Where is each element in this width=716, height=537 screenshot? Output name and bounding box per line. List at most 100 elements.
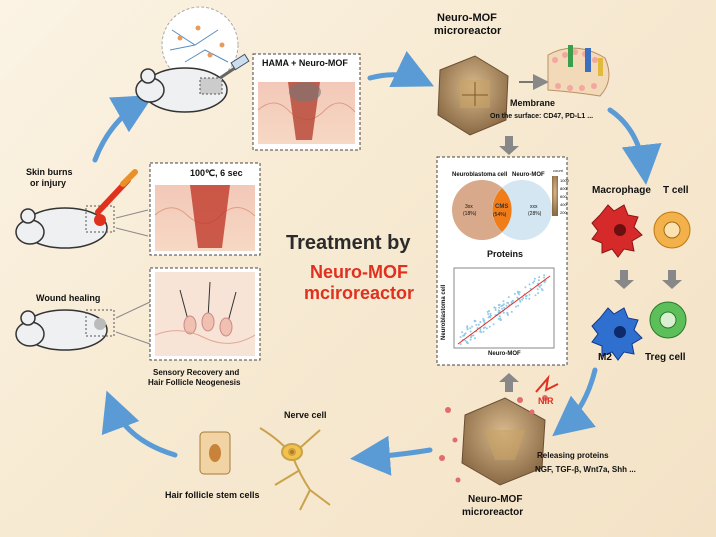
cycle-arrows — [92, 50, 662, 476]
nir-label: NIR — [538, 396, 554, 406]
scatter-dot — [488, 325, 491, 328]
scatter-dot — [503, 306, 506, 309]
scatter-dot — [469, 327, 472, 330]
scatter-dot — [534, 294, 537, 297]
center-subtitle: Neuro-MOF mciroreactor — [304, 262, 414, 304]
venn-center-pct: (54%) — [493, 212, 507, 218]
venn-left-title: Neuroblastoma cell — [452, 172, 508, 178]
scatter-dot — [528, 293, 531, 296]
stem-cells-label: Hair follicle stem cells — [165, 490, 260, 500]
scatter-dot — [497, 309, 500, 312]
scatter-dot — [497, 317, 500, 320]
scatter-dot — [466, 328, 469, 331]
venn-legend-tick: 400 — [560, 202, 567, 207]
m2-cell — [591, 307, 643, 361]
scatter-ylabel: Neuroblastoma cell — [441, 284, 447, 340]
scatter-dot — [463, 333, 466, 336]
scatter-dot — [499, 317, 502, 320]
scatter-dot — [518, 291, 521, 294]
mouse-healed — [15, 301, 151, 351]
scatter-dot — [507, 296, 510, 299]
venn-center-count: CMS — [495, 204, 509, 210]
scatter-dot — [470, 334, 473, 337]
scatter-dot — [521, 298, 524, 301]
scatter-dot — [494, 308, 497, 311]
m2-label: M2 — [598, 352, 612, 363]
membrane-label: Membrane — [510, 98, 556, 108]
treg-cell — [649, 301, 687, 339]
scatter-dot — [543, 281, 546, 284]
scatter-dot — [506, 301, 509, 304]
scatter-dot — [511, 300, 514, 302]
membrane — [547, 45, 610, 97]
scatter-dot — [543, 274, 546, 277]
venn-right-title: Neuro-MOF — [512, 172, 545, 178]
scatter-dot — [487, 313, 490, 315]
burn-skin-panel — [149, 162, 261, 256]
scatter-dot — [461, 331, 464, 334]
scatter-dot — [524, 286, 527, 289]
center-subtitle-line1: Neuro-MOF — [310, 262, 409, 282]
scatter-dot — [475, 323, 478, 326]
scatter-dot — [492, 323, 495, 326]
scatter-dot — [469, 330, 472, 333]
center-title: Treatment by — [286, 232, 411, 254]
scatter-dot — [459, 343, 462, 346]
sensory-label-2: Hair Follicle Neogenesis — [148, 378, 241, 387]
nerve-cell-label: Nerve cell — [284, 410, 327, 420]
stem-cell — [199, 431, 231, 475]
venn-left-count: 3xx — [465, 204, 473, 210]
scatter-dot — [528, 297, 531, 300]
scatter-dot — [472, 334, 475, 337]
scatter-dot — [532, 281, 535, 284]
scatter-dot — [505, 304, 508, 307]
venn-left-pct: (18%) — [463, 211, 477, 217]
venn-legend-tick: 1000 — [560, 178, 569, 183]
macrophage-cell — [591, 204, 643, 258]
nerve-cell — [259, 427, 331, 511]
hama-label: HAMA + Neuro-MOF — [262, 58, 348, 68]
scatter-dot — [466, 326, 469, 329]
follicle-skin-panel — [149, 267, 261, 361]
scatter-dot — [488, 315, 491, 318]
venn-legend-tick: 600 — [560, 194, 567, 199]
scatter-dot — [513, 292, 516, 295]
scatter-dot — [483, 321, 486, 324]
scatter-dot — [489, 314, 492, 317]
venn-right-pct: (28%) — [528, 211, 542, 217]
scatter-dot — [507, 314, 509, 316]
venn-legend-tick: 800 — [560, 186, 567, 191]
scatter-dot — [522, 297, 525, 300]
proteins-label: Proteins — [487, 249, 524, 259]
scatter-dot — [498, 306, 501, 309]
scatter-dot — [497, 304, 500, 307]
scatter-dot — [500, 318, 503, 321]
venn-legend-ticks: 1000 800 600 400 200 — [560, 177, 569, 217]
center-subtitle-line2: mciroreactor — [304, 283, 415, 303]
scatter-dot — [540, 284, 542, 287]
skin-burns-label-2: or injury — [30, 178, 67, 188]
scatter-dot — [477, 323, 480, 326]
scatter-dot — [519, 300, 522, 303]
reactor-title-top-2: microreactor — [434, 25, 502, 37]
scatter-dot — [529, 287, 532, 290]
reactor-cube-top — [437, 55, 509, 136]
heat-label: 100℃, 6 sec — [190, 168, 243, 178]
reactor-title-top-1: Neuro-MOF — [437, 12, 497, 24]
scatter-dot — [483, 319, 486, 322]
scatter-dot — [462, 334, 465, 337]
scatter-dot — [524, 295, 527, 298]
mouse-burn — [15, 169, 149, 249]
reactor-title-bottom-1: Neuro-MOF — [468, 494, 523, 505]
scatter-dot — [543, 276, 546, 279]
scatter-dot — [502, 300, 505, 303]
scatter-dot — [459, 336, 462, 338]
scatter-dot — [501, 307, 504, 310]
releasing-label: Releasing proteins — [537, 451, 609, 460]
scatter-dot — [533, 280, 536, 283]
scatter-dot — [471, 325, 473, 328]
scatter-dot — [502, 311, 505, 314]
reactor-title-bottom-2: microreactor — [462, 507, 524, 518]
scatter-dot — [537, 292, 539, 295]
